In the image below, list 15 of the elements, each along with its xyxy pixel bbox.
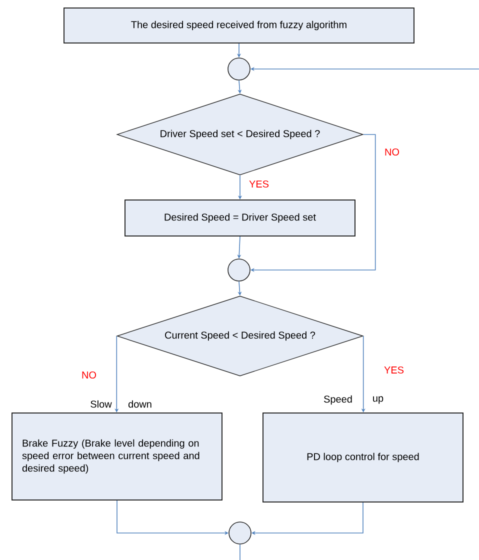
- connector-circle: [228, 58, 250, 80]
- process-box: Desired Speed = Driver Speed set: [124, 200, 356, 236]
- connector-circle: [228, 258, 250, 282]
- process-box: PD loop control for speed: [262, 412, 464, 502]
- process-box: The desired speed received from fuzzy algorithm: [64, 8, 414, 44]
- connector-circle: [228, 522, 252, 544]
- edge-label: NO: [82, 371, 96, 379]
- edge-label: YES: [384, 366, 404, 374]
- branch-label: up: [373, 396, 384, 404]
- branch-label: Slow: [90, 400, 112, 408]
- edge-label: NO: [385, 148, 400, 156]
- branch-label: down: [128, 400, 152, 408]
- branch-label: Speed: [324, 395, 352, 405]
- process-box: Brake Fuzzy (Brake level depending on speed error between current speed and desired speed): [12, 412, 222, 500]
- edge-label: YES: [249, 180, 269, 188]
